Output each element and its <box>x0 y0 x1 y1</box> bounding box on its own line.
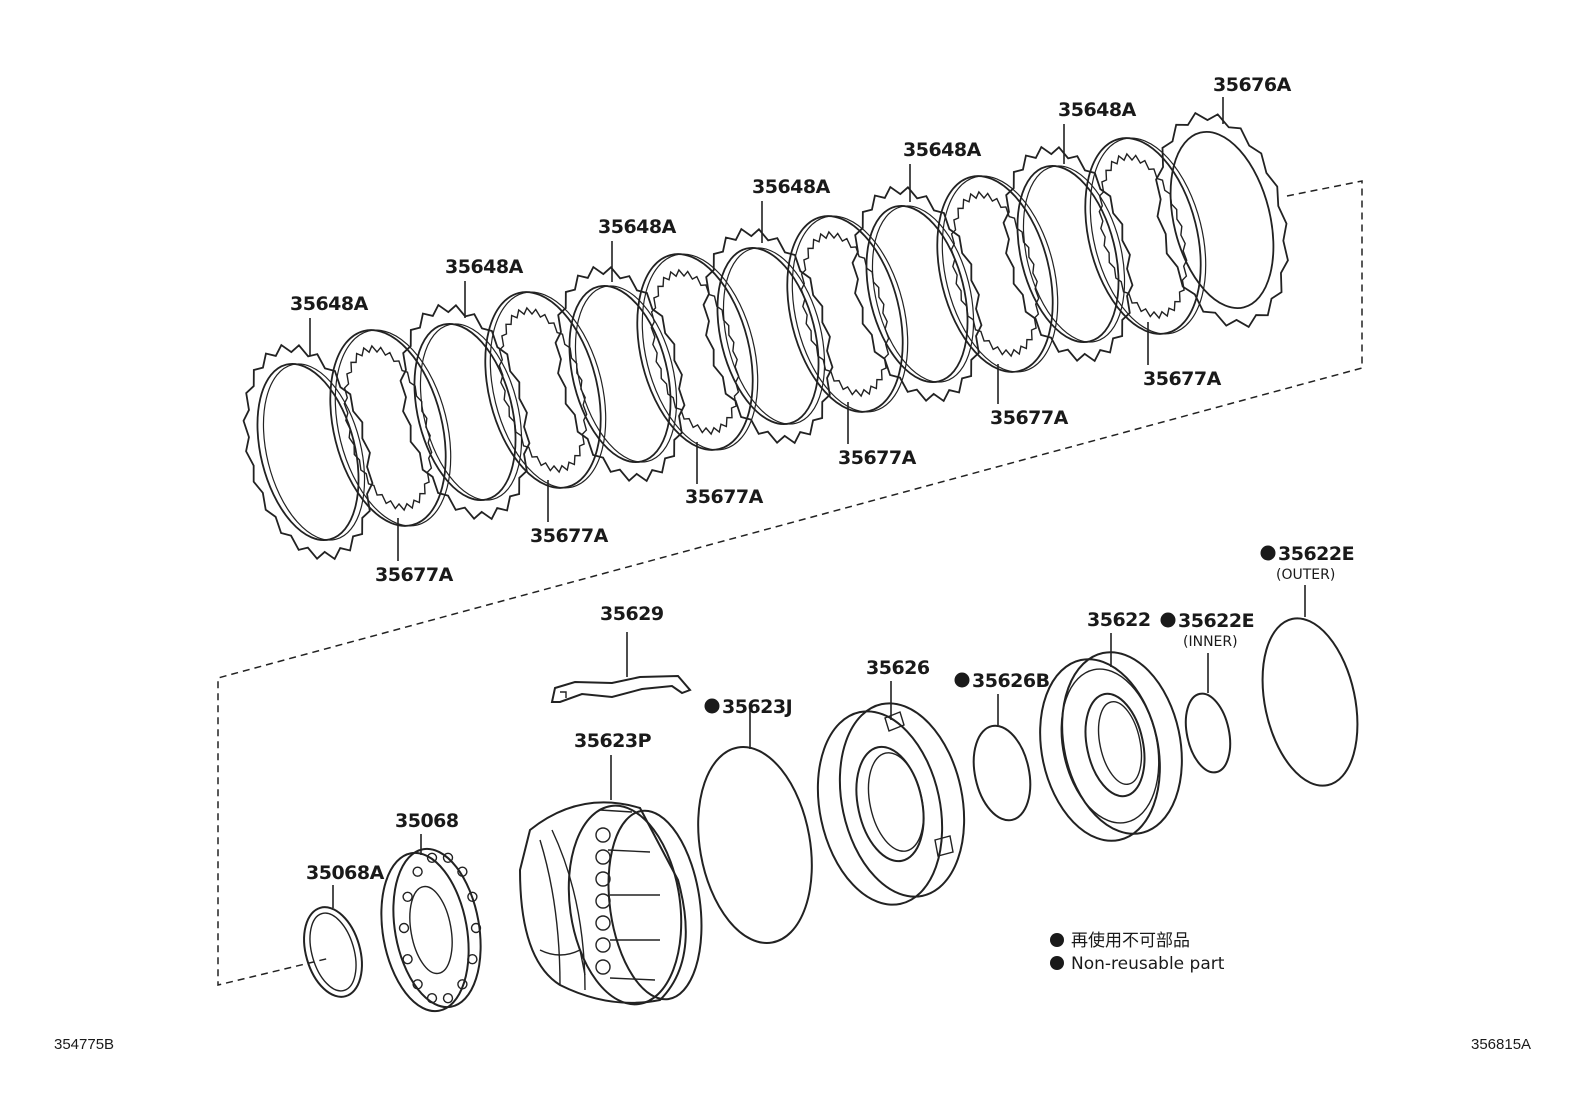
label-35626B: 35626B <box>972 670 1050 692</box>
label-35677A-5: 35677A <box>990 407 1069 429</box>
drum-spline-lug <box>595 849 611 865</box>
steel-plate-35648A-1 <box>242 318 374 561</box>
o-ring-35623J <box>697 710 813 944</box>
steel-plate-35648A-5 <box>851 164 983 403</box>
bearing-roller <box>412 866 423 877</box>
bearing-roller <box>442 993 454 1004</box>
note-35622E-inner: (INNER) <box>1183 634 1238 650</box>
legend-bullet-1 <box>1050 933 1064 947</box>
drum-spline-lug <box>595 915 611 931</box>
label-35622E-outer: 35622E <box>1278 543 1354 565</box>
friction-plate-35677A-4 <box>786 215 909 444</box>
assembly-guide-line <box>217 180 1363 986</box>
note-35622E-outer: (OUTER) <box>1276 567 1335 583</box>
bearing-roller <box>398 922 410 934</box>
label-35676A: 35676A <box>1213 74 1292 96</box>
clutch-cylinder-35622 <box>1039 633 1183 842</box>
label-35677A-1: 35677A <box>375 564 454 586</box>
label-35068: 35068 <box>395 810 459 832</box>
legend: 再使用不可部品 Non-reusable part <box>1050 930 1225 974</box>
friction-plate-35677A-3 <box>636 253 759 484</box>
thrust-bearing-35068 <box>380 834 482 1013</box>
label-35677A-4: 35677A <box>838 447 917 469</box>
steel-plate-35648A-4 <box>702 201 834 445</box>
bearing-roller <box>470 922 482 934</box>
label-35626: 35626 <box>866 657 930 679</box>
non-reusable-marker-35623J <box>704 698 720 714</box>
friction-plate-35677A-5 <box>936 175 1059 404</box>
label-35677A-6: 35677A <box>1143 368 1222 390</box>
bearing-roller <box>467 954 478 965</box>
label-35648A-6: 35648A <box>1058 99 1137 121</box>
bearing-roller <box>426 993 438 1004</box>
steel-plate-35648A-2 <box>399 281 531 521</box>
label-35068A: 35068A <box>306 862 385 884</box>
non-reusable-marker-35626B <box>954 672 970 688</box>
bearing-roller <box>467 891 478 902</box>
friction-plate-35677A-2 <box>484 291 607 522</box>
legend-bullet-2 <box>1050 956 1064 970</box>
snap-ring-35068A <box>303 885 363 998</box>
label-35629: 35629 <box>600 603 664 625</box>
label-35648A-1: 35648A <box>290 293 369 315</box>
label-35648A-2: 35648A <box>445 256 524 278</box>
bearing-roller <box>402 954 413 965</box>
flange-plate-35676A <box>1155 97 1289 329</box>
o-ring-35622E-inner <box>1184 653 1232 774</box>
diagram-code-left: 354775B <box>54 1036 114 1053</box>
steel-plate-35648A-6 <box>1002 124 1134 363</box>
label-35677A-2: 35677A <box>530 525 609 547</box>
drum-spline-lug <box>595 893 611 909</box>
bearing-roller <box>457 979 468 990</box>
non-reusable-marker-35622E-inner <box>1160 612 1176 628</box>
label-35648A-3: 35648A <box>598 216 677 238</box>
label-35623J: 35623J <box>722 696 792 718</box>
steel-plate-35648A-3 <box>554 241 686 483</box>
bearing-roller <box>402 891 413 902</box>
o-ring-35626B <box>972 694 1032 822</box>
bearing-roller <box>457 866 468 877</box>
diagram-code-right: 356815A <box>1471 1036 1531 1053</box>
legend-english: Non-reusable part <box>1071 954 1225 974</box>
legend-japanese: 再使用不可部品 <box>1071 930 1190 951</box>
friction-plate-35677A-6 <box>1084 137 1207 365</box>
clutch-pack <box>242 97 1289 561</box>
label-35677A-3: 35677A <box>685 486 764 508</box>
drum-spline-lug <box>595 871 611 887</box>
bearing-roller <box>442 852 454 863</box>
bearing-roller <box>412 979 423 990</box>
drum-spline-lug <box>595 937 611 953</box>
label-35622E-inner: 35622E <box>1178 610 1254 632</box>
label-35648A-4: 35648A <box>752 176 831 198</box>
friction-plate-35677A-1 <box>329 329 452 561</box>
retainer-clip-35629 <box>550 632 692 703</box>
label-35622: 35622 <box>1087 609 1151 631</box>
piston-35626 <box>816 681 966 906</box>
drum-spline-lug <box>595 959 611 975</box>
o-ring-35622E-outer <box>1261 585 1359 787</box>
clutch-drum-35623P <box>518 755 703 1006</box>
bearing-roller <box>426 852 438 863</box>
non-reusable-marker-35622E-outer <box>1260 545 1276 561</box>
label-35623P: 35623P <box>574 730 652 752</box>
label-35648A-5: 35648A <box>903 139 982 161</box>
drum-spline-lug <box>595 827 611 843</box>
